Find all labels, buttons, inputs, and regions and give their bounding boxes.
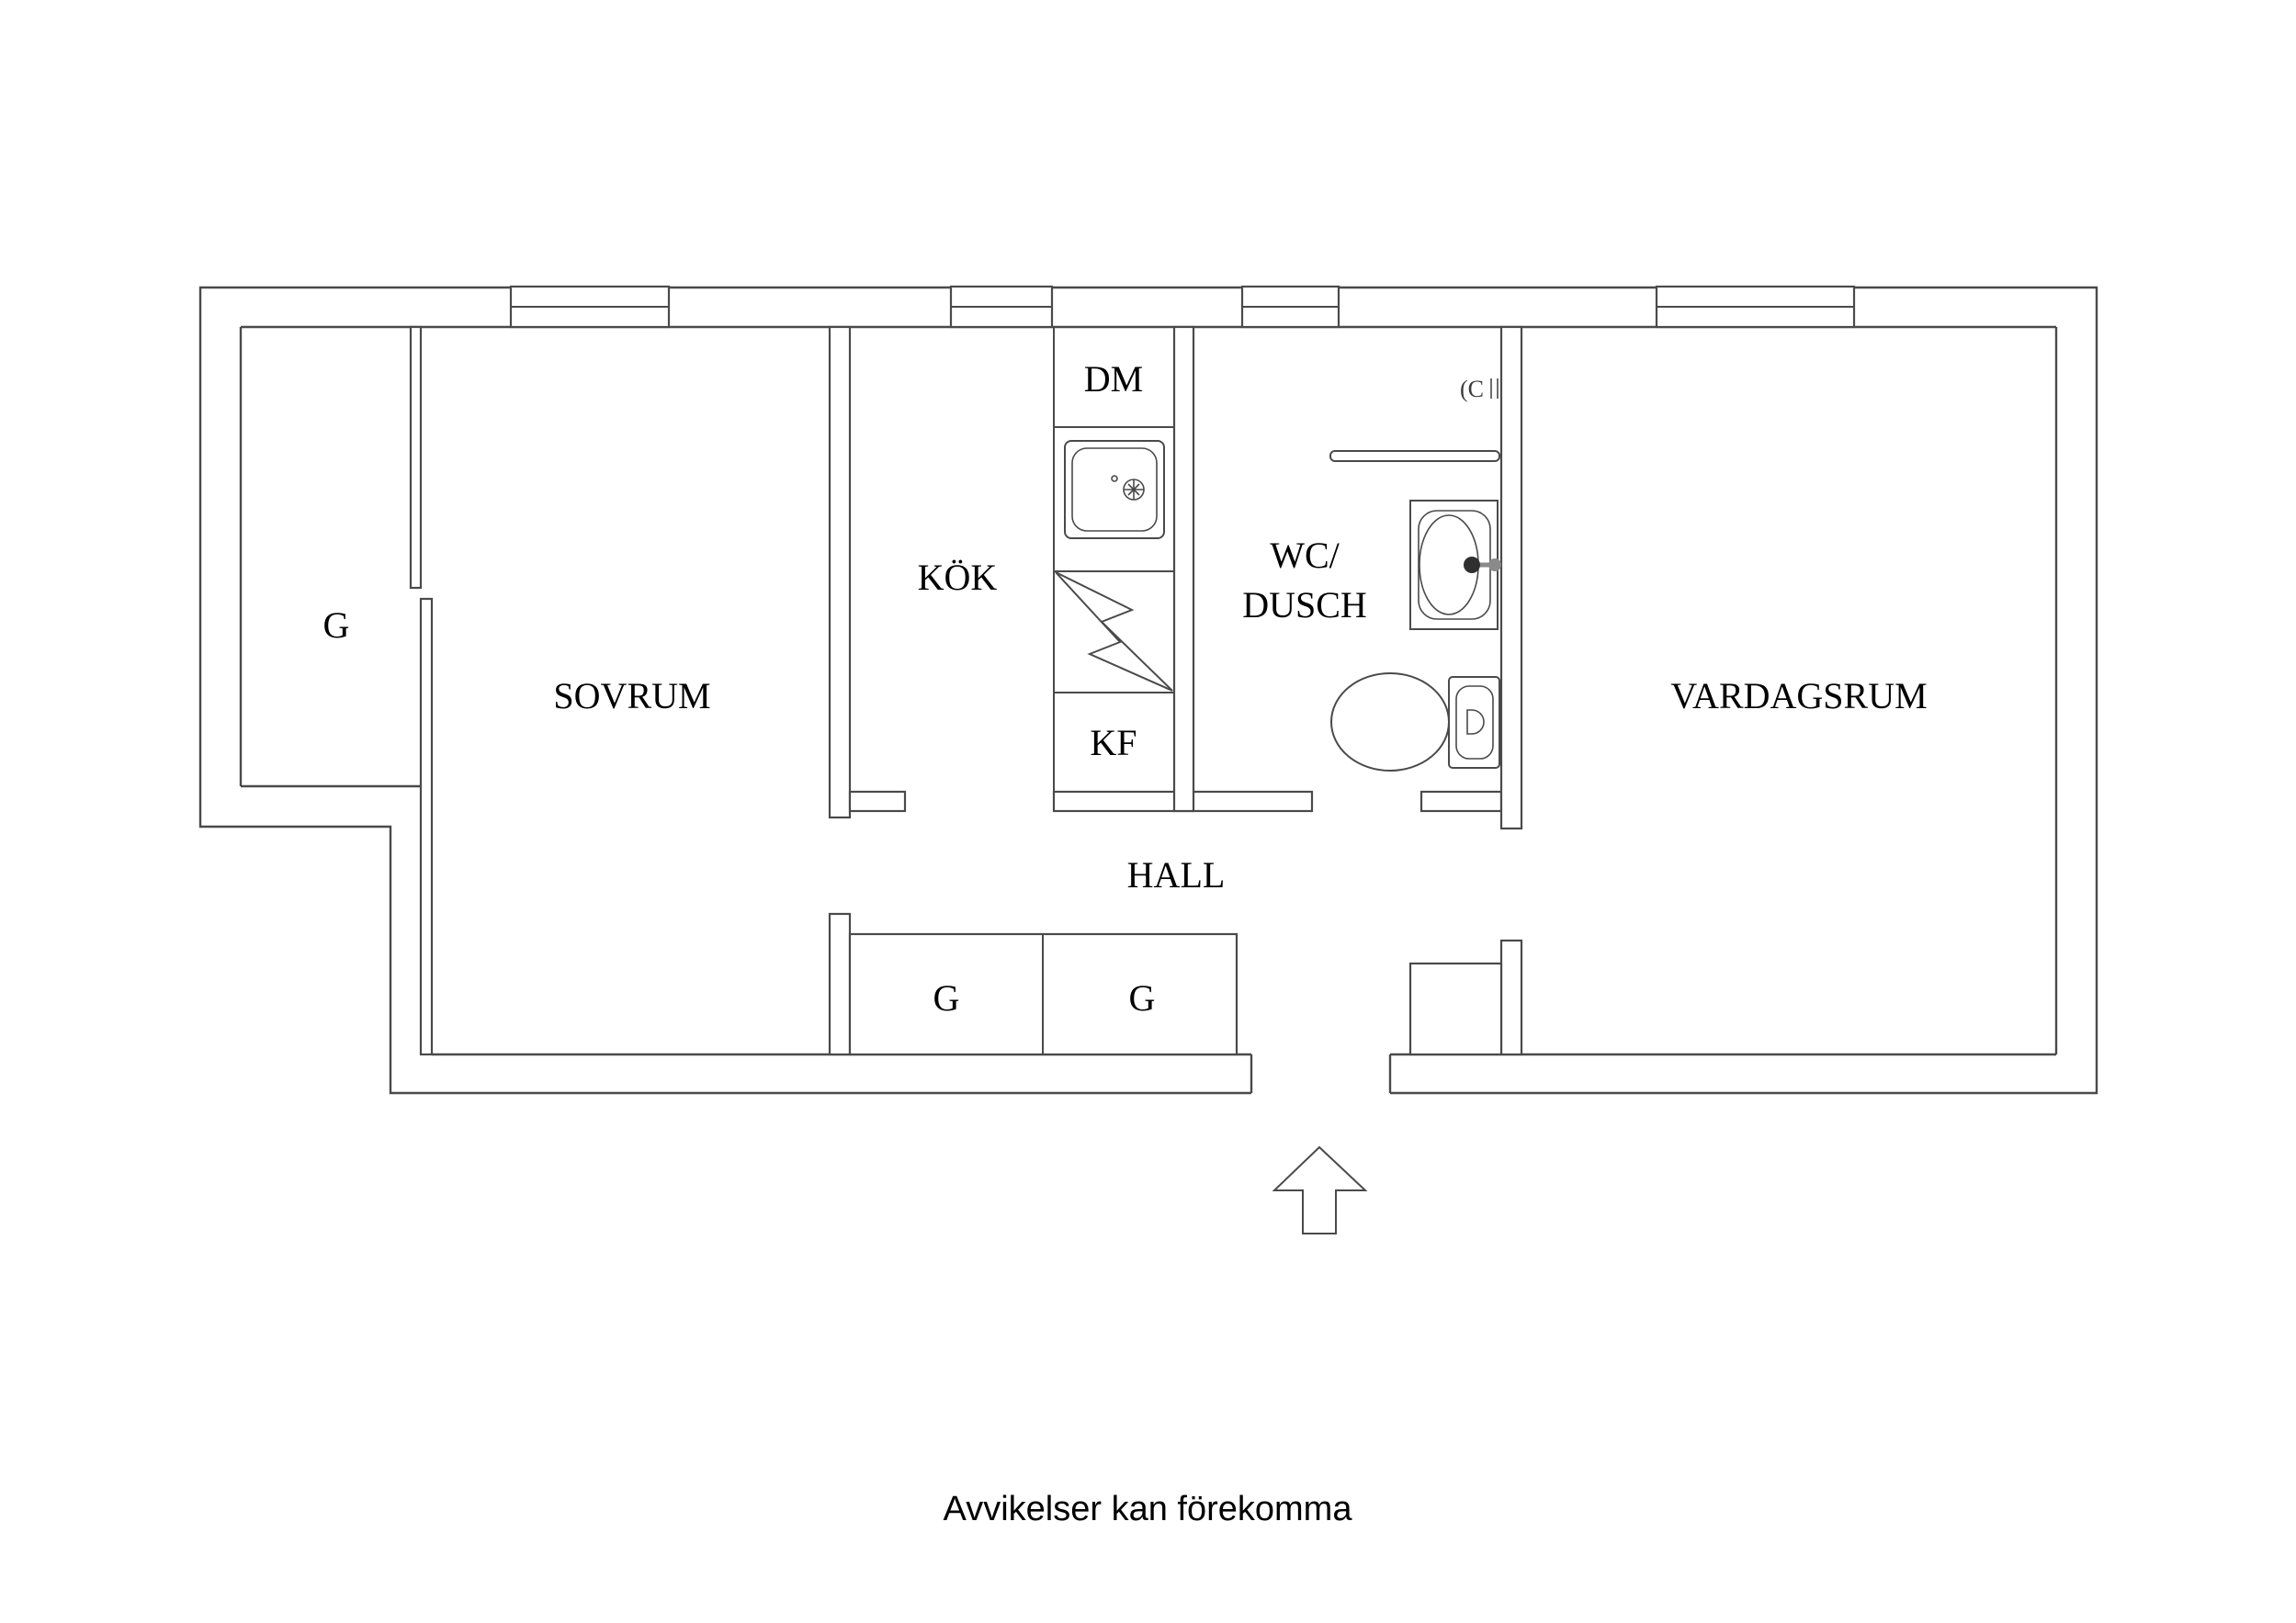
- room-labels: G SOVRUM KÖK DM KF WC/ DUSCH VARDAGSRUM …: [323, 358, 1928, 1019]
- room-label-wardrobe-right: G: [1129, 977, 1156, 1019]
- disclaimer-text: Avvikelser kan förekomma: [944, 1490, 1353, 1528]
- room-label-hall: HALL: [1127, 854, 1226, 896]
- toilet-cistern: [1448, 676, 1500, 769]
- bedroom-east-wall: [828, 325, 852, 819]
- toilet-flush-button: [1466, 709, 1485, 735]
- bathroom-east-wall: [1499, 325, 1523, 830]
- living-room-west-wall-stub: [1499, 939, 1523, 1056]
- room-label-bathroom-line1: WC/: [1270, 535, 1340, 576]
- hall-storage: [848, 932, 1503, 1056]
- shower-screen-icon: [1329, 450, 1500, 462]
- washbasin-faucet-tap: [1488, 558, 1501, 571]
- interior-walls: [409, 325, 1523, 1056]
- entrance-door-jambs: [1250, 1054, 1392, 1093]
- sink-basin: [1071, 447, 1158, 532]
- sink-mark: [1111, 475, 1118, 482]
- windows: [509, 285, 1856, 329]
- kitchen-counter: [1053, 327, 1174, 792]
- entrance-arrow-icon: [1272, 1145, 1368, 1234]
- bathroom-fixtures: (C: [1329, 376, 1501, 772]
- radiator-symbol-text: (C: [1460, 376, 1484, 402]
- radiator-icon: (C: [1460, 376, 1499, 402]
- sink-drain-spokes: [1124, 479, 1144, 500]
- kitchen-sink-icon: [1064, 440, 1165, 539]
- room-label-living-room: VARDAGSRUM: [1670, 675, 1927, 716]
- toilet-bowl: [1330, 672, 1450, 772]
- window-kitchen: [949, 285, 1054, 329]
- room-label-kitchen: KÖK: [918, 557, 998, 598]
- room-label-bathroom-line2: DUSCH: [1242, 584, 1367, 626]
- window-bathroom: [1240, 285, 1340, 329]
- room-label-bedroom: SOVRUM: [553, 675, 710, 716]
- toilet-icon: [1330, 672, 1500, 772]
- washbasin-faucet-base: [1464, 557, 1480, 573]
- radiator-ticks: [1490, 378, 1499, 399]
- room-label-wardrobe-left: G: [933, 977, 960, 1019]
- kitchen-south-wall-stub: [848, 790, 907, 813]
- kitchen-east-wall: [1172, 325, 1195, 813]
- toilet-cistern-inner: [1455, 685, 1494, 760]
- window-living-room: [1655, 285, 1856, 329]
- appliance-label-fridge-freezer: KF: [1090, 722, 1137, 763]
- hall-wall-stub: [828, 912, 852, 1056]
- sink-outer: [1064, 440, 1165, 539]
- entrance-cabinet-box: [1408, 962, 1503, 1056]
- room-label-closet: G: [323, 604, 350, 646]
- closet-east-wall-upper: [409, 325, 423, 590]
- window-bedroom: [509, 285, 671, 329]
- bathroom-south-wall: [1419, 790, 1503, 813]
- closet-east-wall-lower: [419, 597, 434, 1056]
- appliance-label-dishwasher: DM: [1084, 358, 1143, 400]
- stove-zigzag-icon: [1055, 571, 1173, 692]
- outer-wall-outline: [198, 286, 2098, 1095]
- washbasin-icon: [1409, 500, 1501, 630]
